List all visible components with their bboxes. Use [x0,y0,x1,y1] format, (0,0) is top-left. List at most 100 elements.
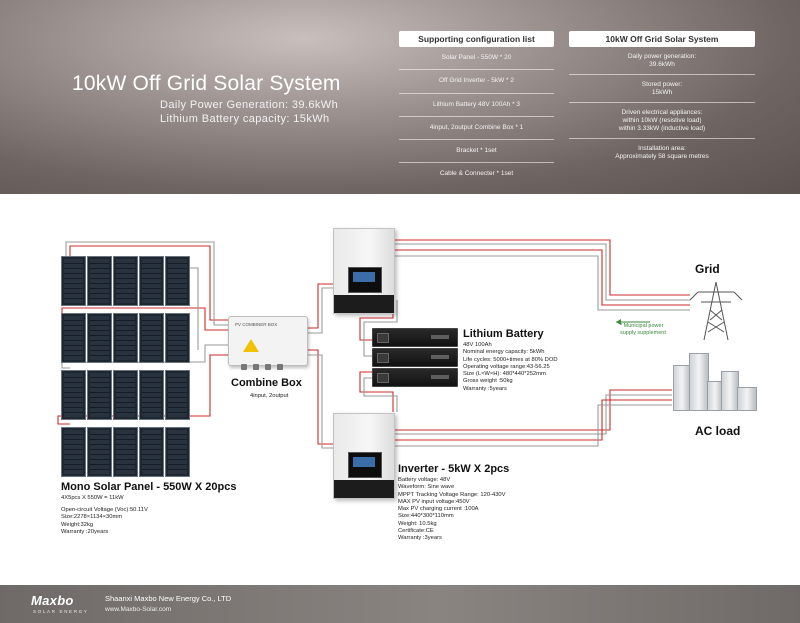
battery-specs: 48V 100Ah Nominal energy capacity: 5kWh … [463,342,558,393]
municipal-note: * Municipal power supply supplement [620,323,666,337]
solar-panel-icon [165,256,190,306]
combine-box-subtitle: 4input, 2output [250,393,289,399]
solar-panel-icon [61,427,86,477]
battery-spec: Operating voltage range:43-56.25 [463,363,550,370]
header-banner: 10kW Off Grid Solar System Daily Power G… [0,0,800,194]
inverter-spec: Size:440*300*110mm [398,513,454,520]
solar-panel-icon [139,256,164,306]
ac-load-title: AC load [695,424,741,438]
ac-wire [393,399,672,441]
solar-panel-icon [165,427,190,477]
inverter-specs: Battery voltage: 48V Waveform: Sine wave… [398,477,506,543]
company-name: Shaanxi Maxbo New Energy Co., LTD [105,594,232,603]
system-line: Daily power generation: [627,53,697,60]
solar-panel-icon [61,256,86,306]
solar-panel-icon [113,370,138,420]
supply-arrow-head [616,319,621,325]
solar-panel-icon [87,427,112,477]
solar-spec: Weight:32kg [61,521,94,528]
microwave-icon [737,387,757,411]
solar-panel-icon [165,313,190,363]
grid-tower-icon [689,281,743,341]
system-line: Stored power: [641,81,683,88]
ac-wire [393,404,672,447]
battery-wire [359,371,394,412]
solar-spec: Size:2278×1134×30mm [61,514,123,521]
municipal-note-line: supply supplement [620,330,666,336]
system-line: 39.6kWh [649,61,675,68]
system-line: within 3.33kW (inductive load) [618,125,706,132]
system-line: within 10kW (resistive load) [622,117,702,124]
configuration-list: Supporting configuration list Solar Pane… [399,31,554,186]
maxbo-logo: Maxbo [31,593,74,608]
inverter-spec: Warranty :3years [398,535,442,542]
system-section: Stored power: 15kWh [569,75,755,103]
grid-title: Grid [695,262,720,276]
battery-module [372,328,458,347]
website-link[interactable]: www.Maxbo-Solar.com [105,606,172,613]
solar-panel-icon [113,313,138,363]
solar-panel-icon [113,427,138,477]
pv-wire-negative [65,241,228,326]
dc-wire [306,354,333,449]
system-summary-title: 10kW Off Grid Solar System [569,31,755,47]
inverter-screen [348,452,382,478]
inverter-spec: Weight: 10.5kg [398,520,437,527]
daily-generation-text: Daily Power Generation: 39.6kWh [160,99,339,111]
solar-panel-icon [139,427,164,477]
solar-panel-icon [61,370,86,420]
inverter-base [334,480,394,498]
ac-wire [393,249,690,306]
battery-wire [363,300,398,357]
ac-wire [393,389,672,431]
solar-panel-icon [165,370,190,420]
configuration-list-title: Supporting configuration list [399,31,554,47]
fridge-icon [689,353,709,411]
inverter-screen [348,267,382,293]
ac-wire [393,255,690,311]
config-item: Cable & Connecter * 1set [439,170,514,178]
battery-spec: Size (L×W×H): 480*440*252mm [463,371,546,378]
solar-panel-icon [113,256,138,306]
dc-wire [306,287,333,334]
system-section: Driven electrical appliances: within 10k… [569,103,755,139]
solar-panel-icon [61,313,86,363]
system-summary: 10kW Off Grid Solar System Daily power g… [569,31,755,166]
inverter-top [333,228,395,314]
solar-panel-icon [139,370,164,420]
battery-wire [363,377,398,412]
logo-tagline: SOLAR ENERGY [33,609,89,614]
battery-spec: Nominal energy capacity: 5kWh [463,349,545,356]
config-item: Lithium Battery 48V 100Ah * 3 [399,94,554,117]
cable-gland [277,364,283,370]
battery-spec: Warranty :5years [463,385,507,392]
solar-panel-icon [87,256,112,306]
battery-title: Lithium Battery [463,328,544,340]
combine-box-title: Combine Box [231,377,302,389]
inverter-title: Inverter - 5kW X 2pcs [398,463,510,475]
page-title: 10kW Off Grid Solar System [72,72,341,95]
inverter-spec: Waveform: Sine wave [398,484,455,491]
solar-panel-icon [87,370,112,420]
combine-box-device: PV COMBINER BOX [228,316,308,370]
ac-wire [393,243,690,301]
battery-spec: Gross weight :50kg [463,378,513,385]
system-line: Installation area: [638,145,686,152]
solar-panel-title: Mono Solar Panel - 550W X 20pcs [61,481,237,493]
dc-wire [306,349,333,445]
solar-panel-array [61,256,191,477]
config-item: 4input, 2output Combine Box * 1 [399,117,554,141]
solar-panel-icon [87,313,112,363]
battery-module [372,348,458,367]
config-item: Off Grid Inverter - 5kW * 2 [399,70,554,94]
battery-spec: 48V 100Ah [463,342,492,348]
battery-module [372,368,458,387]
inverter-bottom [333,413,395,499]
solar-panel-subtitle: 4X5pcs X 550W = 11kW [61,495,124,501]
solar-panel-specs: Open-circuit Voltage (Voc):50.11V Size:2… [61,507,148,536]
inverter-spec: MAX PV input voltage:450V [398,498,470,505]
config-item: Bracket * 1set [399,140,554,164]
inverter-spec: MPPT Tracking Voltage Range: 120-430V [398,491,506,498]
pv-wire-positive [69,245,228,321]
pv-wire-negative [190,267,199,350]
